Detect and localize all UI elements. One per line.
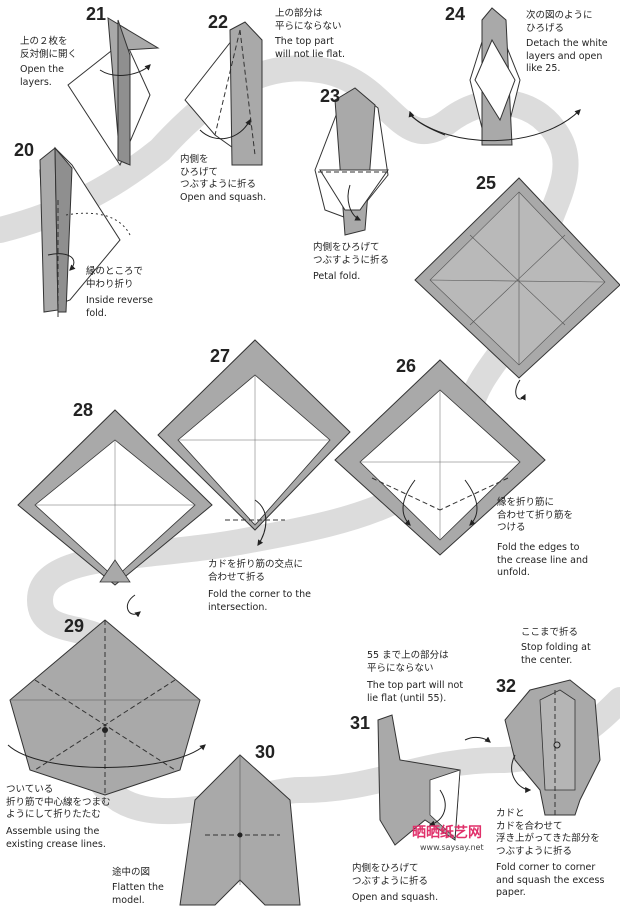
step-number-30: 30 [255, 742, 275, 763]
step-number-20: 20 [14, 140, 34, 161]
step-20-caption-en: Inside reverse fold. [86, 295, 153, 320]
step-27-caption-en: Fold the corner to the intersection. [208, 589, 311, 614]
step-number-31: 31 [350, 713, 370, 734]
step-number-22: 22 [208, 12, 228, 33]
step-22-figure [185, 22, 262, 165]
step-26-caption-ja: 縁を折り筋に 合わせて折り筋を つける [497, 497, 573, 535]
watermark-url: www.saysay.net [420, 843, 484, 852]
step-32-caption-top-en: Stop folding at the center. [521, 642, 591, 667]
step-27-caption-ja: カドを折り筋の交点に 合わせて折る [208, 559, 303, 584]
step-23-figure [315, 88, 388, 235]
step-number-28: 28 [73, 400, 93, 421]
step-31-caption-en: Open and squash. [352, 892, 438, 905]
step-22-caption-ja: 内側を ひろげて つぶすように折る [180, 154, 256, 192]
step-31-caption-top-en: The top part will not lie flat (until 55… [367, 680, 463, 705]
step-32-figure [505, 680, 600, 815]
step-30-caption-en: Flatten the model. [112, 882, 164, 907]
step-32-caption-ja: カドと カドを合わせて 浮き上がってきた部分を つぶすように折る [496, 808, 600, 858]
step-number-27: 27 [210, 346, 230, 367]
step-31-caption-top-ja: 55 まで上の部分は 平らにならない [367, 650, 449, 675]
step-32-caption-top-ja: ここまで折る [521, 627, 578, 640]
step-number-21: 21 [86, 4, 106, 25]
step-26-caption-en: Fold the edges to the crease line and un… [497, 542, 588, 580]
step-21-caption-ja: 上の２枚を 反対側に開く [20, 36, 77, 61]
step-21-caption-en: Open the layers. [20, 64, 64, 89]
step-23-caption-ja: 内側をひろげて つぶすように折る [313, 242, 389, 267]
step-29-caption-ja: ついている 折り筋で中心線をつまむ ようにして折りたたむ [6, 784, 111, 822]
step-31-caption-ja: 内側をひろげて つぶすように折る [352, 863, 428, 888]
step-number-29: 29 [64, 616, 84, 637]
step-24-caption-en: Detach the white layers and open like 25… [526, 38, 608, 76]
step-20-caption-ja: 縁のところで 中わり折り [86, 266, 143, 291]
step-number-23: 23 [320, 86, 340, 107]
step-22-caption-top-en: The top part will not lie flat. [275, 36, 345, 61]
watermark-title: 晒晒纸艺网 [412, 822, 482, 842]
step-21-figure [68, 18, 158, 165]
step-number-24: 24 [445, 4, 465, 25]
step-29-figure [8, 620, 205, 795]
step-22-caption-en: Open and squash. [180, 192, 266, 205]
step-number-25: 25 [476, 173, 496, 194]
step-23-caption-en: Petal fold. [313, 271, 360, 284]
step-29-caption-en: Assemble using the existing crease lines… [6, 826, 106, 851]
step-30-caption-ja: 途中の図 [112, 867, 150, 880]
step-number-32: 32 [496, 676, 516, 697]
step-30-figure [180, 755, 300, 905]
step-22-caption-top-ja: 上の部分は 平らにならない [275, 8, 342, 33]
step-32-caption-en: Fold corner to corner and squash the exc… [496, 862, 604, 900]
step-number-26: 26 [396, 356, 416, 377]
step-24-caption-ja: 次の図のように ひろげる [526, 10, 593, 35]
